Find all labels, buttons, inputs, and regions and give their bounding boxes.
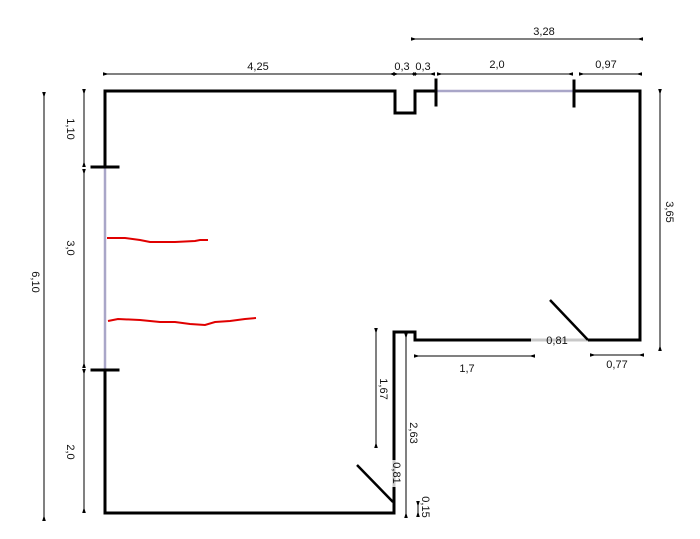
outer-wall-right <box>572 89 642 342</box>
dim-label-inner-door: 0,81 <box>546 335 567 347</box>
red-marking <box>107 237 208 243</box>
dim-label-top-right-segment: 0,97 <box>595 59 616 71</box>
dim-label-left-lower: 2,0 <box>64 444 76 459</box>
dim-label-notch-offset: 0,3 <box>415 61 430 73</box>
dim-label-inner-vertical-upper: 1,67 <box>377 378 389 399</box>
dim-label-top-left-wall: 4,25 <box>247 61 268 73</box>
dim-label-top-right-total: 3,28 <box>533 26 554 38</box>
inner-wall <box>392 330 533 462</box>
outer-wall-top-left <box>103 89 438 115</box>
lower-door-swing <box>356 464 394 503</box>
walls <box>103 89 642 515</box>
outer-wall-bottom <box>103 368 396 515</box>
dim-label-left-total: 6,10 <box>29 271 41 292</box>
dim-label-lower-stub: 0,15 <box>419 496 431 517</box>
dim-label-lower-door: 0,81 <box>390 462 402 483</box>
dim-label-notch-width: 0,3 <box>394 61 409 73</box>
dim-label-top-window: 2,0 <box>489 59 504 71</box>
dim-label-inner-right: 0,77 <box>606 359 627 371</box>
dim-label-inner-vertical-total: 2,63 <box>407 422 419 443</box>
dim-label-left-upper: 1,10 <box>64 118 76 139</box>
dim-label-inner-wall: 1,7 <box>459 363 474 375</box>
red-marking <box>107 317 257 327</box>
dim-label-right-wall: 3,65 <box>663 201 675 222</box>
inner-door-swing <box>549 299 589 341</box>
dim-label-left-window: 3,0 <box>64 240 76 255</box>
